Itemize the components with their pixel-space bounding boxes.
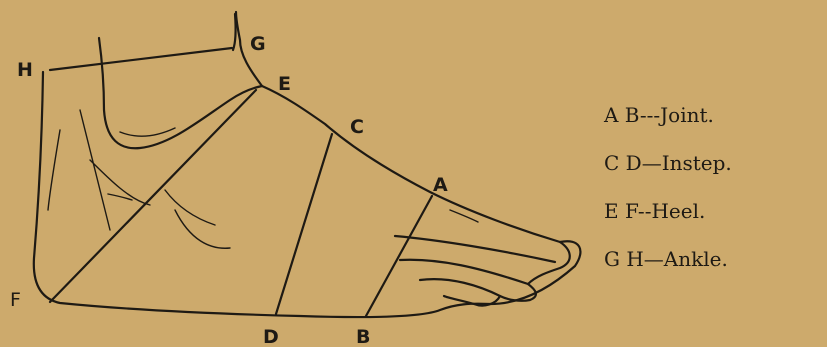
- label-point-g: G: [250, 33, 266, 55]
- label-point-f: F: [10, 289, 21, 311]
- legend-joint: A B---Joint.: [604, 91, 732, 139]
- line-e-f: [50, 90, 256, 302]
- toe-line-1: [395, 236, 555, 262]
- label-point-d: D: [263, 326, 279, 347]
- legend-instep: C D—Instep.: [604, 139, 732, 187]
- line-g-h: [50, 48, 232, 70]
- legend: A B---Joint. C D—Instep. E F--Heel. G H—…: [604, 91, 732, 283]
- label-point-e: E: [278, 73, 291, 95]
- label-point-c: C: [350, 116, 364, 138]
- line-c-d: [276, 134, 332, 314]
- line-a-b: [366, 196, 432, 316]
- shank-line: [233, 14, 236, 50]
- legend-ankle: G H—Ankle.: [604, 235, 732, 283]
- foot-outline: [34, 12, 581, 317]
- label-point-b: B: [356, 326, 370, 347]
- toe-line-3: [420, 279, 500, 296]
- legend-heel: E F--Heel.: [604, 187, 732, 235]
- label-point-a: A: [433, 174, 448, 196]
- label-point-h: H: [17, 59, 33, 81]
